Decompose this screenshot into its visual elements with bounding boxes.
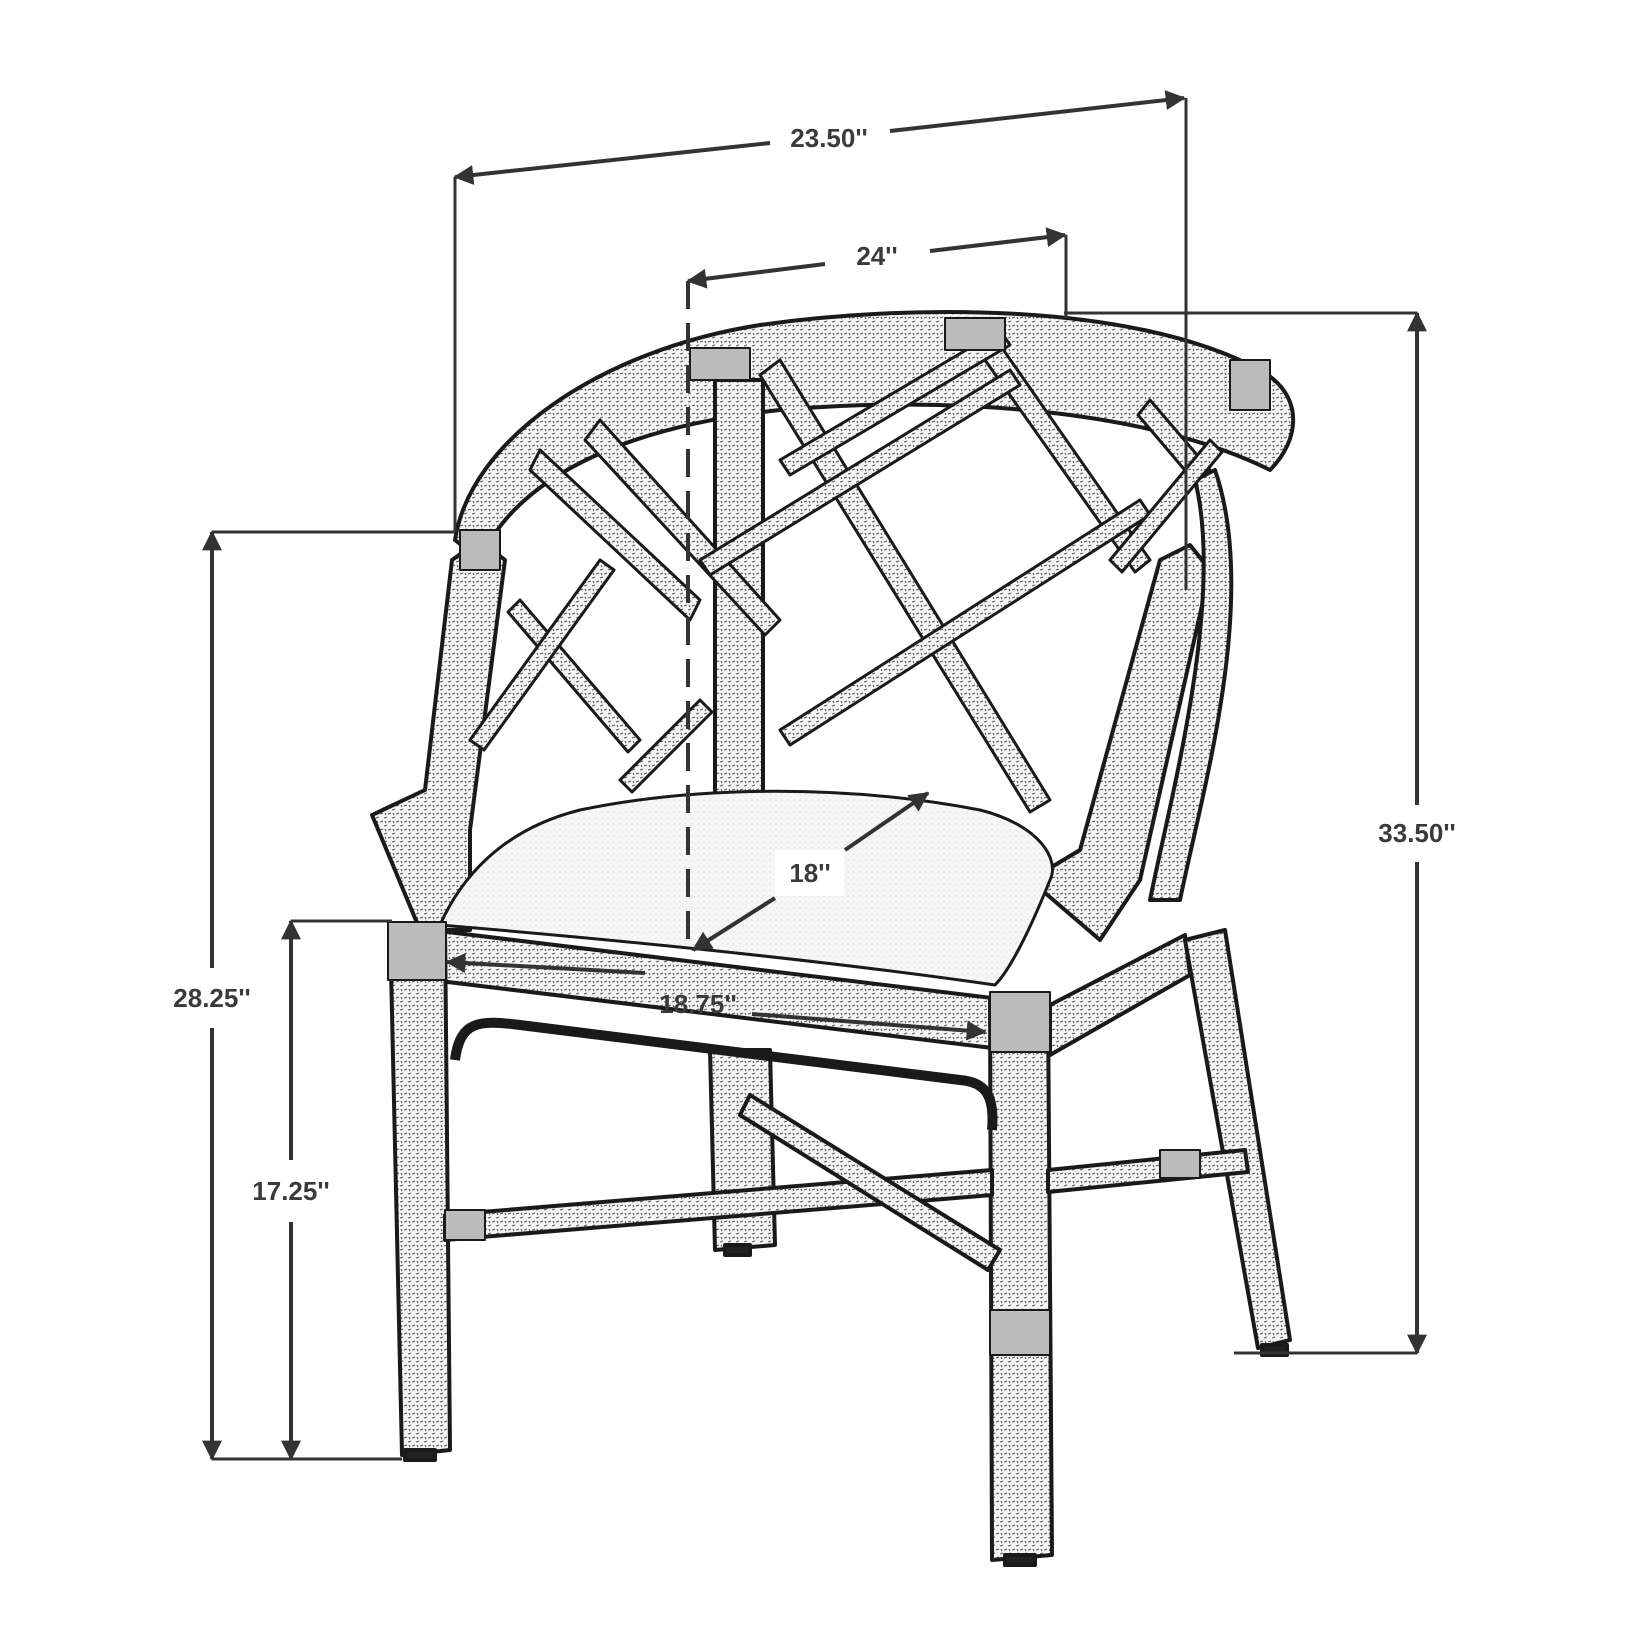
wrap-bindings [387, 317, 1271, 1356]
dimension-lines [202, 90, 1427, 1461]
front-arch [450, 1017, 998, 1131]
back-width-line-right [929, 227, 1067, 253]
cross-stretcher [738, 1093, 1002, 1272]
seat-width-label: 18.75'' [659, 989, 737, 1019]
seat-depth-line-bottom [691, 896, 777, 952]
right-arm-post [1028, 543, 1212, 942]
seat-cushion [438, 789, 1054, 987]
arm-height-label: 28.25'' [167, 983, 257, 1013]
overall-width-line-right [889, 90, 1186, 133]
seat-width-line-right [751, 1012, 987, 1041]
overall-width-line-left [453, 141, 771, 185]
chair-feet [403, 1243, 1289, 1567]
seat-width-line-left [445, 953, 646, 975]
chair-illustration [370, 310, 1296, 1567]
rear-center-leg [708, 1048, 777, 1252]
back-top-rail [453, 310, 1296, 562]
back-width-line-left [686, 262, 826, 289]
seat-height-label: 17.25'' [246, 1176, 336, 1206]
right-rear-post [1148, 468, 1234, 902]
seat-depth-line-top [843, 791, 930, 852]
overall-width-label: 23.50'' [784, 123, 874, 153]
side-stretcher [1046, 1148, 1250, 1194]
back-width-label: 24'' [850, 241, 904, 271]
seat-depth-label: 18'' [775, 850, 845, 896]
rear-right-leg [1183, 928, 1292, 1350]
overall-height-label: 33.50'' [1372, 818, 1462, 848]
seat-side-rail [1048, 933, 1192, 1057]
front-left-leg [388, 923, 452, 1457]
front-right-leg [988, 998, 1054, 1562]
